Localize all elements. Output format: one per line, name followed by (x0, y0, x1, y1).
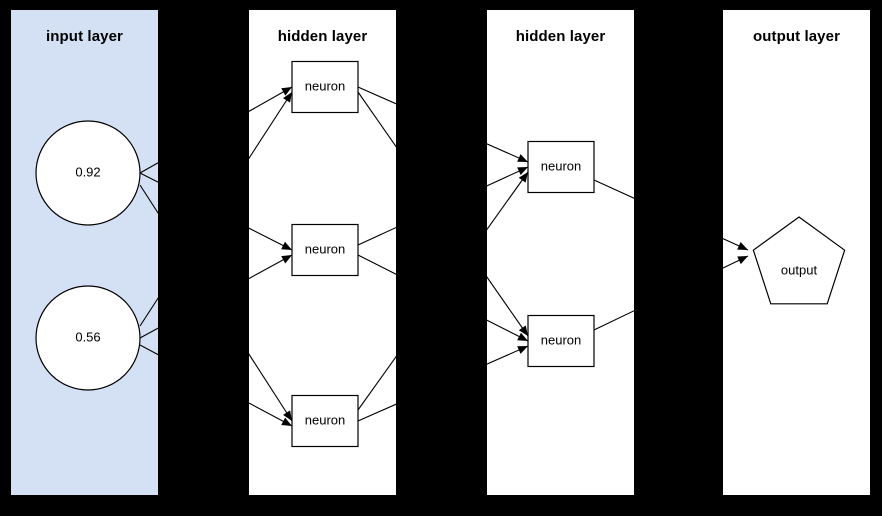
layer-panel-hidden-2: hidden layer (487, 10, 634, 495)
node-label: neuron (541, 158, 581, 173)
node-label: neuron (305, 78, 345, 93)
arrowhead (281, 241, 292, 250)
arrowhead (281, 417, 292, 426)
layer-title-hidden-2: hidden layer (515, 28, 606, 45)
node-hidden1[interactable]: neuron (291, 394, 359, 448)
node-output[interactable]: output (752, 216, 846, 305)
node-hidden2[interactable]: neuron (527, 140, 595, 194)
node-hidden1[interactable]: neuron (291, 223, 359, 277)
layer-panel-input: input layer (11, 10, 158, 495)
arrowhead (517, 346, 528, 354)
arrowhead (281, 255, 292, 264)
arrowhead (281, 87, 292, 96)
node-label: neuron (305, 241, 345, 256)
node-label: neuron (541, 332, 581, 347)
node-label: output (781, 262, 818, 277)
arrowhead (283, 92, 292, 103)
node-hidden2[interactable]: neuron (527, 314, 595, 368)
node-label: 0.92 (75, 164, 100, 179)
arrowhead (737, 242, 748, 250)
panel-gap-1 (158, 0, 249, 516)
layer-title-hidden-1: hidden layer (277, 28, 368, 45)
node-input[interactable]: 0.92 (35, 120, 141, 226)
arrowhead (517, 167, 528, 175)
node-hidden1[interactable]: neuron (291, 60, 359, 114)
arrowhead (517, 154, 528, 162)
layer-title-output: output layer (752, 28, 841, 45)
arrowhead (517, 332, 528, 341)
node-label: neuron (305, 412, 345, 427)
panel-gap-2 (396, 0, 487, 516)
arrowhead (518, 172, 528, 183)
layer-title-input: input layer (46, 28, 123, 45)
panel-gap-3 (634, 0, 723, 516)
node-label: 0.56 (75, 329, 100, 344)
arrowhead (518, 325, 528, 336)
arrowhead (737, 256, 748, 265)
node-input[interactable]: 0.56 (35, 285, 141, 391)
arrowhead (283, 410, 292, 421)
